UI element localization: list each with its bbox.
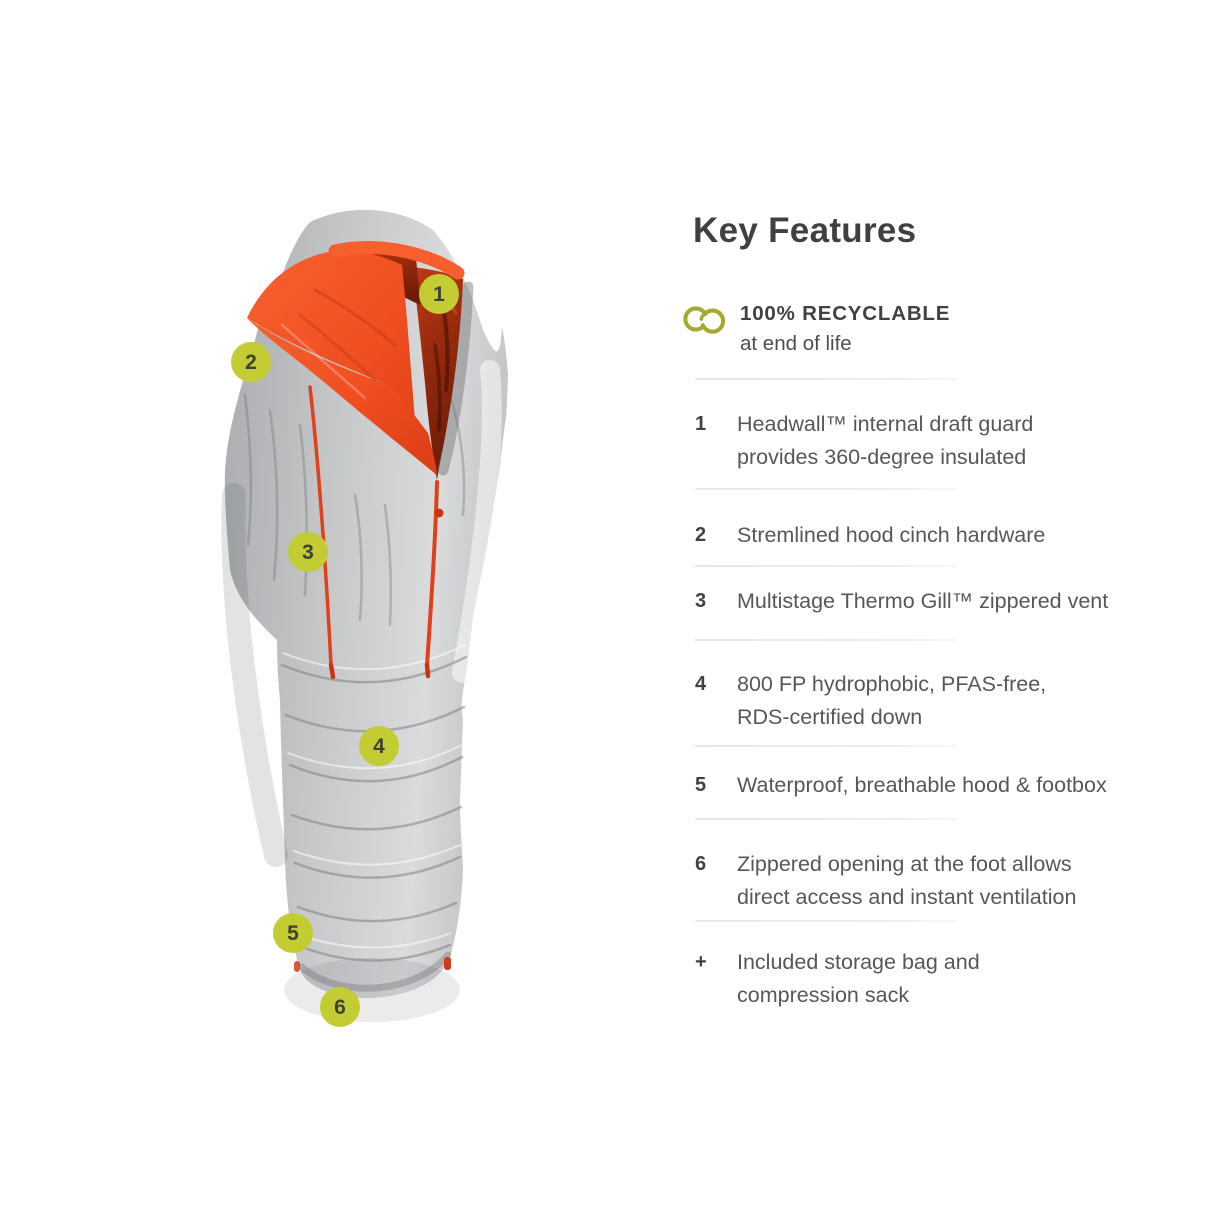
feature-item-4: 4 800 FP hydrophobic, PFAS-free, RDS-cer… [695, 668, 1145, 734]
foot-zipper-tabs [294, 957, 451, 972]
feature-number: + [695, 951, 707, 973]
divider [695, 565, 957, 567]
page-title: Key Features [693, 211, 917, 250]
hood-flap [247, 241, 465, 476]
feature-number: 4 [695, 673, 707, 695]
callout-badge-4: 4 [359, 726, 399, 766]
feature-number: 5 [695, 774, 707, 796]
recyclable-subtitle: at end of life [740, 332, 852, 355]
divider [695, 818, 957, 820]
feature-number: 3 [695, 590, 707, 612]
feature-line: provides 360-degree insulated [737, 445, 1027, 469]
feature-item-3: 3 Multistage Thermo Gill™ zippered vent [695, 585, 1145, 618]
divider [695, 378, 957, 380]
divider [695, 488, 957, 490]
feature-line: Included storage bag and [737, 950, 980, 974]
feature-line: RDS-certified down [737, 705, 923, 729]
zipper-main [424, 480, 444, 679]
feature-item-1: 1 Headwall™ internal draft guard provide… [695, 408, 1145, 474]
sleeping-bag-illustration [221, 209, 509, 1022]
feature-line: Waterproof, breathable hood & footbox [737, 773, 1107, 797]
feature-text: Included storage bag and compression sac… [737, 946, 1145, 1012]
callout-badge-1: 1 [419, 274, 459, 314]
recyclable-text: 100% RECYCLABLE at end of life [740, 301, 950, 357]
recyclable-highlight: 100% RECYCLABLE at end of life [681, 301, 950, 357]
bag-wrinkles [243, 393, 468, 962]
endless-loop-recycle-icon [683, 306, 726, 334]
feature-number: 6 [695, 853, 707, 875]
feature-number: 1 [695, 413, 707, 435]
feature-text: Multistage Thermo Gill™ zippered vent [737, 585, 1145, 618]
divider [695, 745, 957, 747]
feature-text: Headwall™ internal draft guard provides … [737, 408, 1145, 474]
feature-item-6: 6 Zippered opening at the foot allows di… [695, 848, 1145, 914]
callout-badge-5: 5 [273, 913, 313, 953]
feature-text: 800 FP hydrophobic, PFAS-free, RDS-certi… [737, 668, 1145, 734]
recyclable-title: 100% RECYCLABLE [740, 302, 951, 325]
feature-line: direct access and instant ventilation [737, 885, 1077, 909]
feature-text: Zippered opening at the foot allows dire… [737, 848, 1145, 914]
feature-line: Headwall™ internal draft guard [737, 412, 1034, 436]
divider [695, 920, 957, 922]
feature-number: 2 [695, 524, 707, 546]
feature-line: Zippered opening at the foot allows [737, 852, 1072, 876]
feature-line: Multistage Thermo Gill™ zippered vent [737, 589, 1109, 613]
feature-item-plus: + Included storage bag and compression s… [695, 946, 1145, 1012]
feature-item-2: 2 Stremlined hood cinch hardware [695, 519, 1145, 552]
feature-line: Stremlined hood cinch hardware [737, 523, 1046, 547]
callout-badge-3: 3 [288, 532, 328, 572]
feature-line: 800 FP hydrophobic, PFAS-free, [737, 672, 1047, 696]
zipper-vent [308, 385, 336, 680]
feature-line: compression sack [737, 983, 910, 1007]
divider [695, 639, 957, 641]
feature-text: Waterproof, breathable hood & footbox [737, 769, 1145, 802]
callout-badge-6: 6 [320, 987, 360, 1027]
feature-text: Stremlined hood cinch hardware [737, 519, 1145, 552]
feature-item-5: 5 Waterproof, breathable hood & footbox [695, 769, 1145, 802]
callout-badge-2: 2 [231, 342, 271, 382]
